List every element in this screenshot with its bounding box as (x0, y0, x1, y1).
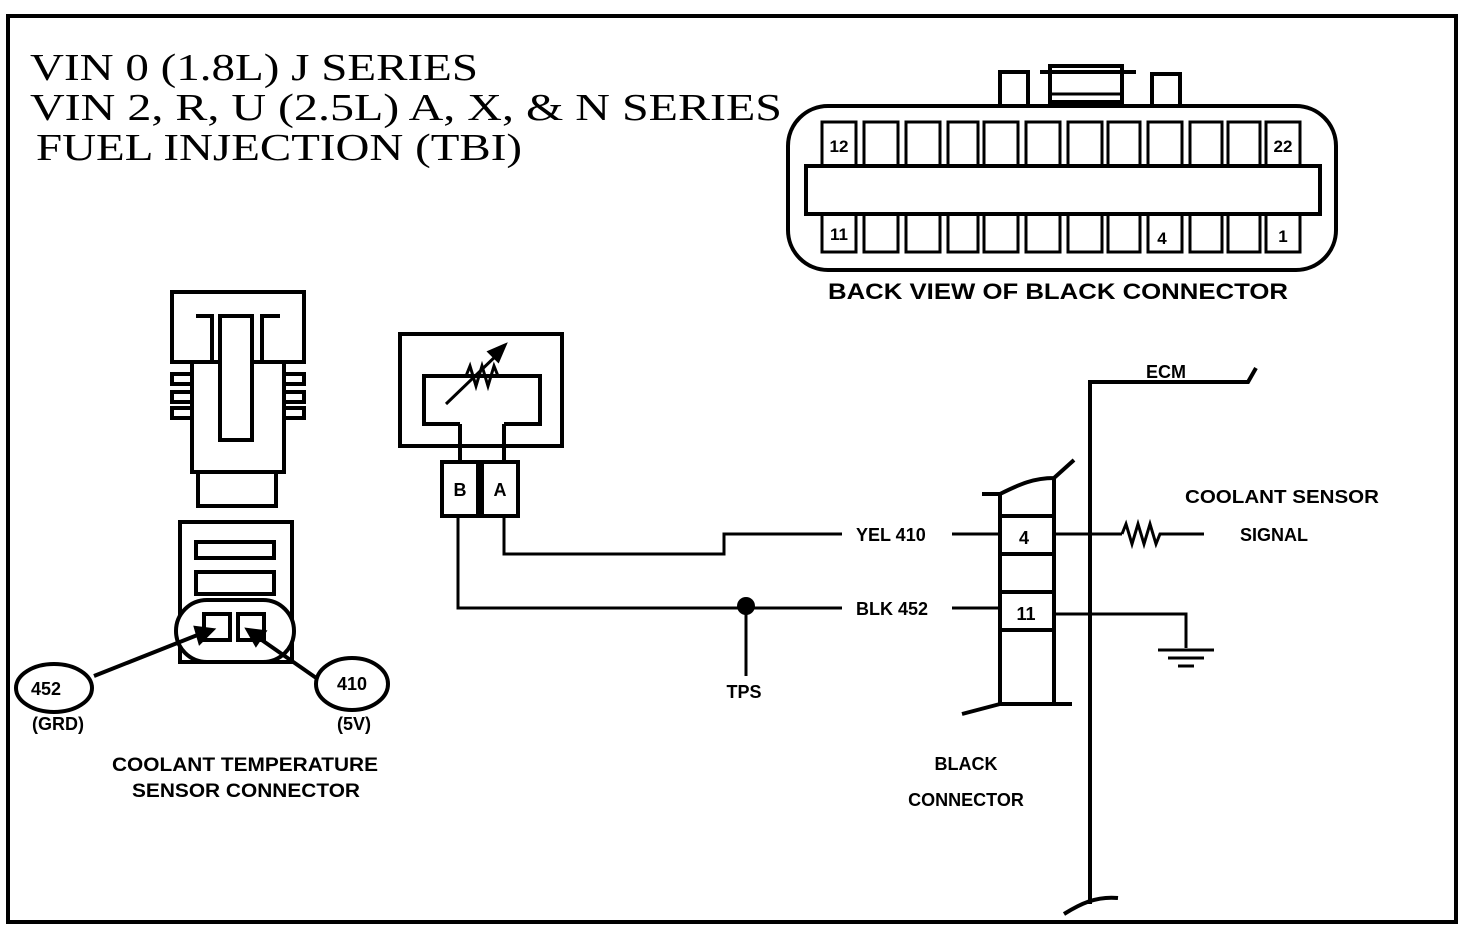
connector-pin-labels: 12 22 11 4 1 (830, 137, 1293, 248)
sensor-rib-r3 (282, 406, 306, 420)
wire-callout-410: 410 (5V) (314, 656, 390, 734)
black-connector-bottom (961, 702, 1001, 716)
header: VIN 0 (1.8L) J SERIES VIN 2, R, U (2.5L)… (30, 47, 782, 169)
black-connector-label-2: CONNECTOR (908, 790, 1024, 810)
leader-410 (254, 634, 324, 684)
ecm-boundary-tail (1062, 895, 1119, 916)
callout-text-452: 452 (31, 679, 61, 699)
wire-labels: YEL 410 BLK 452 TPS (726, 525, 928, 702)
thermistor-loop (422, 374, 542, 426)
wire-label-tps: TPS (726, 682, 761, 702)
caption-line-2: SENSOR CONNECTOR (132, 781, 360, 802)
ecm-label: ECM (1146, 362, 1186, 382)
sensor-terminal-b (440, 460, 480, 518)
cavity (1188, 212, 1224, 254)
connector-center-rib (804, 164, 1322, 216)
wire-label-yel-410: YEL 410 (856, 525, 926, 545)
black-connector-cavity-blank (998, 552, 1056, 594)
cavity (1106, 212, 1142, 254)
ecm-signal-resistor (1120, 518, 1204, 550)
wire-blk-452 (456, 516, 842, 610)
pin-label-22: 22 (1274, 137, 1293, 156)
callout-ellipse-410 (314, 656, 390, 712)
header-line-1: VIN 0 (1.8L) J SERIES (30, 47, 478, 89)
coolant-sensor-schematic (398, 332, 564, 518)
coolant-signal-line-2: SIGNAL (1240, 525, 1308, 545)
terminal-label-b: B (454, 480, 467, 500)
splice-dot (737, 597, 755, 615)
connector-tab-right (1150, 72, 1182, 110)
wire-yel-410 (502, 516, 842, 556)
sensor-rib-r2 (282, 390, 306, 404)
connector-view-caption: BACK VIEW OF BLACK CONNECTOR (828, 279, 1288, 304)
ecm-pin-4: 4 (1019, 528, 1029, 548)
cavity (820, 212, 858, 254)
connector-face-socket (174, 598, 296, 664)
connector-face-slot-2 (194, 570, 276, 596)
cavity (862, 212, 900, 254)
ecm-internal-wiring (1054, 518, 1214, 668)
thermistor-resistor (464, 360, 500, 392)
black-connector-back-view (786, 64, 1338, 272)
thermistor-arrowhead (486, 342, 508, 364)
coolant-signal-line-1: COOLANT SENSOR (1185, 487, 1379, 507)
connector-tab-left (998, 70, 1030, 110)
pin-label-1: 1 (1278, 227, 1287, 246)
leader-452-arrow (193, 625, 217, 646)
leader-410-arrow (244, 627, 268, 648)
callout-text-410: 410 (337, 674, 367, 694)
sensor-terminal-a (480, 460, 520, 518)
black-connector-cavity-11 (998, 590, 1056, 632)
pin-label-11: 11 (830, 225, 848, 244)
connector-face-slot-1 (194, 540, 276, 560)
ecm-labels: ECM 4 11 COOLANT SENSOR SIGNAL BLACK CON… (908, 362, 1379, 810)
ecm-schematic (961, 367, 1258, 916)
cavity (1024, 212, 1062, 254)
coolant-connector-caption: COOLANT TEMPERATURE SENSOR CONNECTOR (112, 755, 378, 802)
cavity (904, 212, 942, 254)
cavity (1226, 212, 1262, 254)
callout-desc-452: (GRD) (32, 714, 84, 734)
coolant-connector-face (174, 520, 296, 664)
header-line-2: VIN 2, R, U (2.5L) A, X, & N SERIES (30, 87, 782, 129)
callout-desc-410: (5V) (337, 714, 371, 734)
cavity (946, 212, 980, 254)
caption-line-1: COOLANT TEMPERATURE (112, 755, 378, 776)
sensor-rib-l2 (170, 390, 194, 404)
connector-bottom-row (820, 212, 1302, 254)
terminal-label-a: A (494, 480, 507, 500)
sensor-schematic-box (398, 332, 564, 448)
ecm-ground-line (1054, 612, 1188, 648)
cavity (982, 212, 1020, 254)
callout-leaders (93, 625, 324, 684)
connector-latch (1048, 64, 1124, 104)
ecm-boundary (1088, 367, 1258, 904)
wires (456, 516, 1000, 676)
callout-ellipse-452 (14, 662, 94, 714)
leader-452 (93, 632, 201, 678)
cavity (1264, 212, 1302, 254)
sensor-rib-r1 (282, 372, 306, 386)
pin-label-4: 4 (1157, 229, 1167, 248)
sensor-rib-l3 (170, 406, 194, 420)
sensor-tip (196, 470, 278, 508)
diagram-frame (6, 14, 1458, 924)
wire-label-blk-452: BLK 452 (856, 599, 928, 619)
cavity (1066, 212, 1104, 254)
coolant-sensor-body (170, 290, 306, 508)
sensor-cap-slot-right (260, 314, 280, 362)
wire-callout-452: 452 (GRD) (14, 662, 94, 734)
cavity (1146, 212, 1184, 254)
thermistor-arrow-line (444, 350, 502, 406)
sensor-rib-l1 (170, 372, 194, 386)
black-connector-label-1: BLACK (935, 754, 998, 774)
black-connector-top (982, 458, 1076, 496)
sensor-center-slot (218, 314, 254, 442)
pin-label-12: 12 (830, 137, 849, 156)
header-line-3: FUEL INJECTION (TBI) (36, 127, 522, 169)
sensor-cap-slot-left (196, 314, 214, 362)
ecm-pin-11: 11 (1016, 604, 1035, 624)
